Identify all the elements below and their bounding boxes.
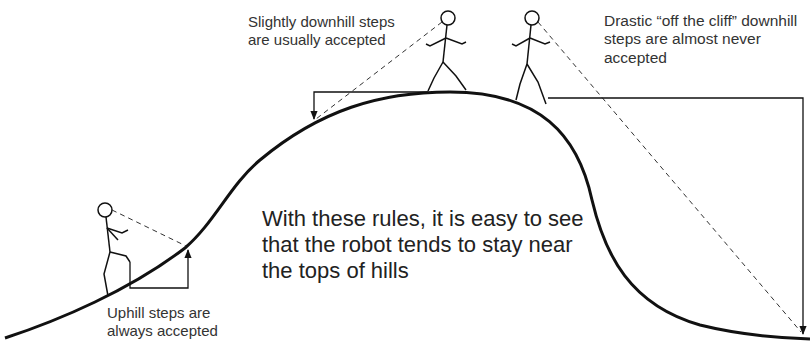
robot-body — [527, 25, 531, 64]
note-text: Slightly downhill steps are usually acce… — [248, 13, 416, 48]
label-holder: Drastic “off the cliff” downhill steps a… — [604, 12, 806, 67]
sight-line — [538, 22, 801, 332]
caption-text: With these rules, it is easy to see that… — [262, 206, 584, 284]
robot-head — [441, 11, 455, 25]
label-holder: Slightly downhill steps are usually acce… — [248, 13, 416, 48]
robot-arm — [530, 38, 550, 44]
uphill-robot — [98, 203, 130, 296]
robot-arm — [512, 38, 530, 46]
robot-leg — [527, 64, 546, 104]
robot-body — [443, 25, 447, 62]
step-arrow — [548, 98, 803, 334]
sight-line — [112, 210, 186, 246]
step-arrow — [130, 250, 188, 288]
note-text: Drastic “off the cliff” downhill steps a… — [604, 12, 806, 67]
robot-leg — [443, 62, 466, 90]
label-holder: With these rules, it is easy to see that… — [262, 206, 584, 284]
robot-arm — [426, 38, 446, 46]
robot-arm — [446, 38, 466, 44]
robot-leg — [104, 252, 110, 296]
robot-leg — [516, 64, 527, 100]
robot-arm — [107, 228, 118, 240]
note-text: Uphill steps are always accepted — [107, 304, 257, 339]
robot-leg — [110, 252, 130, 262]
hill-curve — [5, 92, 810, 339]
robot-head — [98, 203, 112, 217]
robot-leg — [428, 62, 443, 91]
robot-head — [525, 11, 539, 25]
downhill-robot — [426, 11, 466, 91]
robot-body — [106, 217, 110, 252]
cliff-robot — [512, 11, 550, 104]
step-arrow — [314, 92, 428, 119]
label-holder: Uphill steps are always accepted — [107, 304, 257, 339]
